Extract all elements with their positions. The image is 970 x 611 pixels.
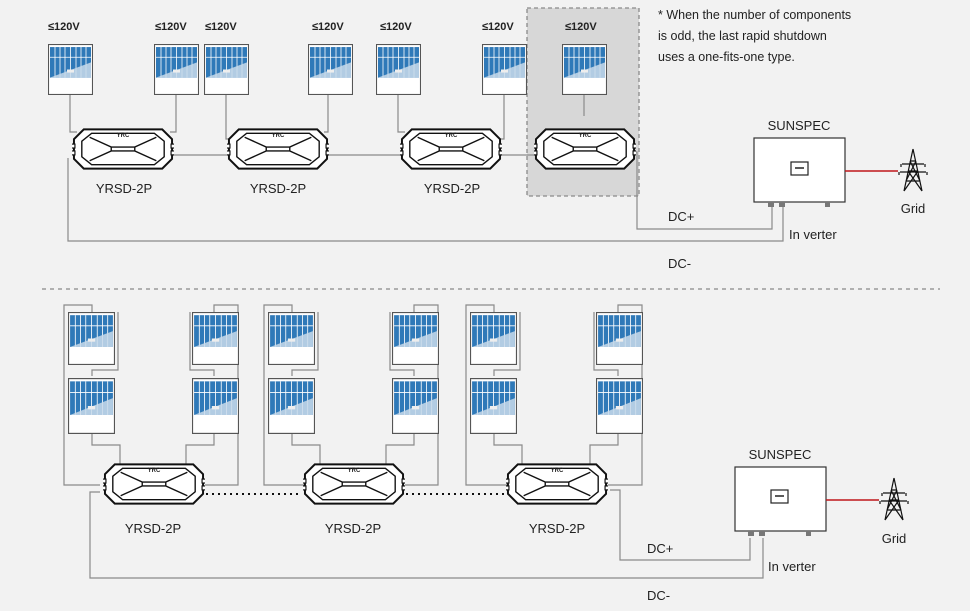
note-line-2: is odd, the last rapid shutdown xyxy=(658,29,827,43)
grid-label: Grid xyxy=(901,201,926,216)
device-label: YRSD-2P xyxy=(325,521,381,536)
top-grid: Grid xyxy=(845,148,928,216)
voltage-label: ≤120V xyxy=(312,21,344,33)
solar-panel xyxy=(392,312,439,365)
bottom-grid: Grid xyxy=(826,477,909,546)
dc-plus-label: DC+ xyxy=(647,541,673,556)
rapid-shutdown-device: YRC xyxy=(227,128,329,170)
voltage-label: ≤120V xyxy=(482,21,514,33)
rapid-shutdown-device-one-fits-one: YRC xyxy=(534,128,636,170)
device-brand-logo: YRC xyxy=(272,133,285,139)
rapid-shutdown-device: YRC xyxy=(72,128,174,170)
solar-panel xyxy=(562,44,607,95)
solar-panel xyxy=(268,312,315,365)
solar-panel xyxy=(376,44,421,95)
top-inverter: SUNSPEC In verter DC+ DC- xyxy=(668,118,846,271)
solar-panel xyxy=(204,44,249,95)
solar-panel xyxy=(482,44,527,95)
bottom-rsd-devices: YRC YRC YRC xyxy=(103,463,608,505)
voltage-label: ≤120V xyxy=(205,21,237,33)
device-brand-logo: YRC xyxy=(117,133,130,139)
solar-panel xyxy=(308,44,353,95)
power-tower-icon xyxy=(879,477,909,521)
rapid-shutdown-device: YRC xyxy=(400,128,502,170)
solar-panel xyxy=(154,44,199,95)
device-brand-logo: YRC xyxy=(148,468,161,474)
solar-panel xyxy=(596,378,643,434)
solar-panel xyxy=(192,378,239,434)
voltage-label: ≤120V xyxy=(565,21,597,33)
top-voltage-labels: ≤120V ≤120V ≤120V ≤120V ≤120V ≤120V ≤120… xyxy=(48,21,597,33)
rapid-shutdown-device: YRC xyxy=(506,463,608,505)
top-device-labels: YRSD-2P YRSD-2P YRSD-2P xyxy=(96,181,480,196)
inverter-label: In verter xyxy=(768,559,816,574)
power-tower-icon xyxy=(898,148,928,192)
dc-minus-label: DC- xyxy=(647,588,670,603)
solar-panel xyxy=(470,378,517,434)
device-brand-logo: YRC xyxy=(551,468,564,474)
device-brand-logo: YRC xyxy=(348,468,361,474)
note-line-3: uses a one-fits-one type. xyxy=(658,50,795,64)
dc-minus-label: DC- xyxy=(668,256,691,271)
sunspec-label: SUNSPEC xyxy=(749,447,812,462)
inverter-label: In verter xyxy=(789,227,837,242)
device-label: YRSD-2P xyxy=(424,181,480,196)
voltage-label: ≤120V xyxy=(155,21,187,33)
device-label: YRSD-2P xyxy=(125,521,181,536)
solar-panel xyxy=(68,378,115,434)
device-brand-logo: YRC xyxy=(579,133,592,139)
rapid-shutdown-device: YRC xyxy=(103,463,205,505)
top-diagram: ≤120V ≤120V ≤120V ≤120V ≤120V ≤120V ≤120… xyxy=(48,7,928,271)
device-label: YRSD-2P xyxy=(529,521,585,536)
solar-panel xyxy=(68,312,115,365)
device-label: YRSD-2P xyxy=(96,181,152,196)
solar-panel xyxy=(48,44,93,95)
device-label: YRSD-2P xyxy=(250,181,306,196)
bottom-panels xyxy=(68,312,643,434)
voltage-label: ≤120V xyxy=(380,21,412,33)
rapid-shutdown-device: YRC xyxy=(303,463,405,505)
solar-panel xyxy=(596,312,643,365)
grid-label: Grid xyxy=(882,531,907,546)
top-panels xyxy=(48,44,607,95)
dc-plus-label: DC+ xyxy=(668,209,694,224)
bottom-wires xyxy=(63,304,764,579)
top-wires xyxy=(67,95,784,242)
note-line-1: * When the number of components xyxy=(658,8,851,22)
device-brand-logo: YRC xyxy=(445,133,458,139)
bottom-device-labels: YRSD-2P YRSD-2P YRSD-2P xyxy=(125,521,585,536)
top-rsd-devices: YRC YRC YRC YRC xyxy=(72,128,636,170)
voltage-label: ≤120V xyxy=(48,21,80,33)
solar-panel xyxy=(392,378,439,434)
solar-panel xyxy=(470,312,517,365)
solar-panel xyxy=(268,378,315,434)
bottom-inverter: SUNSPEC In verter DC+ DC- xyxy=(647,447,827,603)
solar-panel xyxy=(192,312,239,365)
bottom-diagram: YRC YRC YRC YRSD-2P YRSD-2P YRSD-2P SUNS… xyxy=(63,304,909,603)
sunspec-label: SUNSPEC xyxy=(768,118,831,133)
